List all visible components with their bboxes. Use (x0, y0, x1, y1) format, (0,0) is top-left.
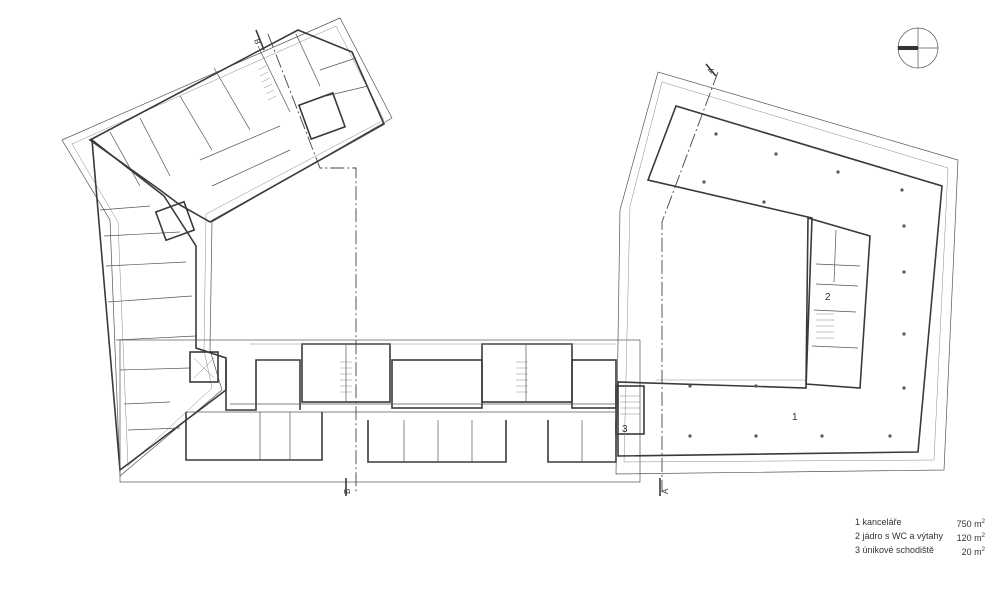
legend-label: 1 kanceláře (855, 517, 902, 527)
section-cuts (255, 29, 719, 496)
section-marker-b-bottom: B (343, 489, 352, 494)
south-bar (119, 339, 645, 483)
section-marker-a-bottom: A (661, 488, 670, 494)
legend-label: 2 jádro s WC a výtahy (855, 531, 944, 541)
legend-row-core: 2 jádro s WC a výtahy 120 m2 (855, 530, 985, 544)
section-marker-a-top: A (705, 66, 716, 75)
room-label-core: 2 (825, 292, 831, 303)
legend-row-escape-stair: 3 únikové schodiště 20 m2 (855, 544, 985, 558)
east-wing (250, 71, 959, 475)
room-label-escape-stair: 3 (622, 424, 628, 435)
area-legend: 1 kanceláře 750 m2 2 jádro s WC a výtahy… (855, 516, 985, 558)
legend-area: 120 m2 (956, 533, 985, 543)
legend-area: 20 m2 (961, 547, 985, 557)
room-label-offices: 1 (792, 412, 798, 423)
legend-row-offices: 1 kanceláře 750 m2 (855, 516, 985, 530)
west-wing (61, 17, 393, 477)
legend-label: 3 únikové schodiště (855, 545, 935, 555)
column-grid (688, 132, 906, 438)
north-arrow-icon (897, 27, 939, 69)
section-marker-b-top: B (252, 38, 262, 46)
legend-area: 750 m2 (956, 519, 985, 529)
